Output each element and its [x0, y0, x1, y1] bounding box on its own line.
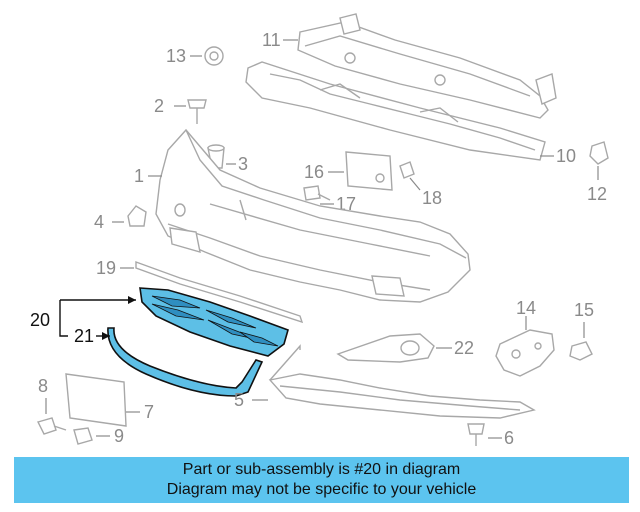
callout-22: 22	[454, 338, 474, 358]
callout-8: 8	[38, 376, 48, 396]
clip-12	[589, 141, 609, 165]
banner-line-2: Diagram may not be specific to your vehi…	[166, 481, 477, 498]
callout-6: 6	[504, 428, 514, 448]
callout-18: 18	[422, 188, 442, 208]
fog-trim-22	[336, 333, 435, 363]
screw-9	[73, 427, 93, 445]
screw-2	[187, 99, 207, 124]
callout-9: 9	[114, 426, 124, 446]
bumper-cover	[155, 128, 471, 303]
callout-10: 10	[556, 146, 576, 166]
molding-19	[135, 261, 304, 324]
callout-15: 15	[574, 300, 594, 320]
callout-4: 4	[94, 212, 104, 232]
grommet-13	[204, 46, 224, 66]
parts-diagram: 11 13 10 12 2 3 16 18	[30, 13, 609, 448]
tow-cover-16	[345, 151, 393, 191]
callout-1: 1	[134, 166, 144, 186]
plate-bracket-7	[65, 373, 127, 427]
callout-14: 14	[516, 298, 536, 318]
trim-strip-21	[107, 327, 264, 397]
info-banner: Part or sub-assembly is #20 in diagram D…	[14, 457, 629, 503]
callout-13: 13	[166, 46, 186, 66]
bracket-14	[495, 329, 555, 377]
reinforcement-bar	[297, 13, 557, 119]
grille-20	[139, 287, 289, 357]
clip-15	[569, 341, 593, 361]
energy-absorber	[245, 61, 546, 161]
callout-11: 11	[262, 30, 281, 50]
screw-6	[467, 423, 485, 446]
callout-16: 16	[304, 162, 324, 182]
callout-19: 19	[96, 258, 116, 278]
bolt-8	[36, 417, 67, 435]
screw-17	[303, 185, 331, 201]
spoiler-5	[268, 344, 536, 419]
callout-5: 5	[234, 390, 244, 410]
callout-20: 20	[30, 310, 50, 330]
clip-18	[399, 161, 415, 179]
nut-4	[127, 205, 147, 227]
callout-7: 7	[144, 402, 154, 422]
callout-2: 2	[154, 96, 164, 116]
callout-21: 21	[74, 326, 94, 346]
banner-line-1: Part or sub-assembly is #20 in diagram	[182, 461, 461, 478]
callout-3: 3	[238, 154, 248, 174]
callout-12: 12	[587, 184, 607, 204]
